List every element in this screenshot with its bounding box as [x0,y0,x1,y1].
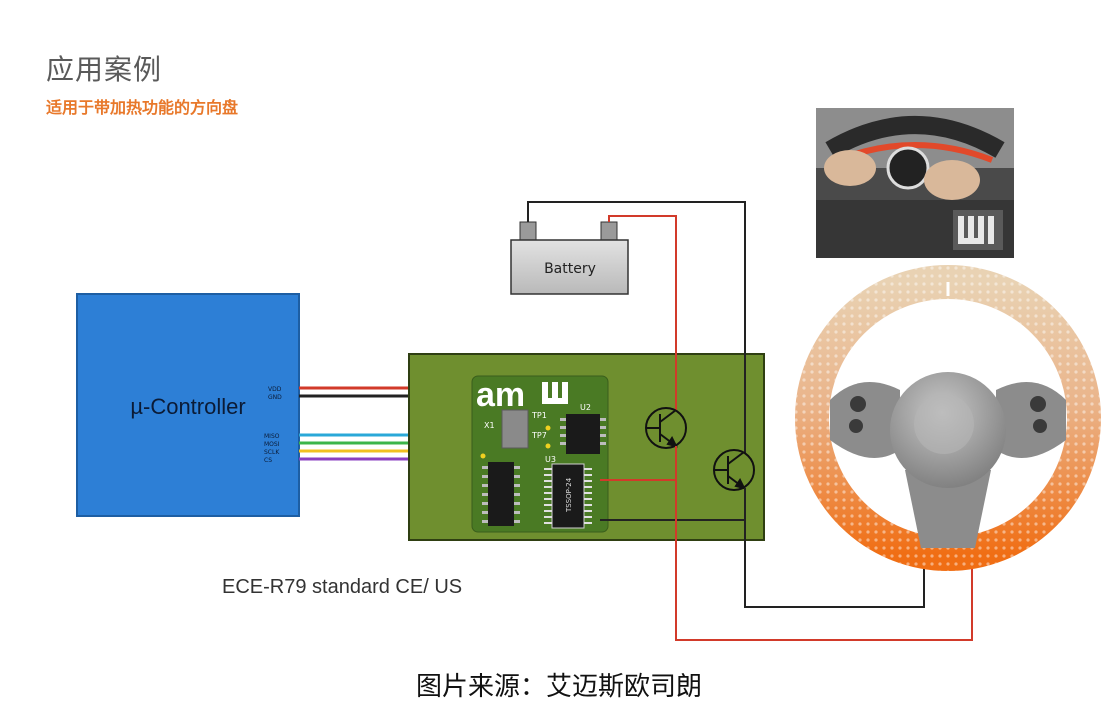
pin-sclk: SCLK [264,449,280,456]
battery-label: Battery [544,261,596,277]
sensor-pcb: am X1 TP1 TP7 U2 U3 [471,375,609,533]
microcontroller-box [76,293,300,517]
wire-heater-positive [675,480,973,641]
controller-wires [299,386,409,461]
battery-wires [527,201,746,466]
pcb-logo: am [476,376,525,414]
photo-gauge [886,146,930,190]
testpoint-tp1 [545,425,551,431]
photo-right-hand [924,160,980,200]
testpoint [480,453,486,459]
pin-cs: CS [264,457,272,464]
bottom-spoke [905,470,991,548]
chip-u2 [560,414,606,454]
pin-vdd: VDD [268,386,282,393]
photo-left-hand [824,150,876,186]
photo-wheel-rim [825,116,1005,158]
chip-u3: TSSOP-24 [544,463,592,529]
photo-logo-mark [953,210,1003,250]
left-spoke [830,382,900,458]
right-spoke [996,382,1066,458]
battery-terminal-negative [519,221,537,243]
wheel-button-right-2 [1033,419,1047,433]
transistor-q2 [713,449,755,491]
pcb-label-u3: U3 [545,455,556,464]
image-source-caption: 图片来源：艾迈斯欧司朗 [415,672,702,702]
wheel-button-left-1 [850,396,866,412]
microcontroller: µ-Controller VDD GND MISO MOSI SCLK CS [76,293,300,517]
steering-wheel [795,265,1101,571]
testpoint-tp7 [545,443,551,449]
wire-heater-negative [744,520,925,608]
standard-label: ECE-R79 standard CE/ US [222,576,463,598]
pcb-label-x1: X1 [484,421,495,430]
microcontroller-label: µ-Controller [130,394,245,419]
page-title: 应用案例 [46,53,163,86]
chip-u3-label: TSSOP-24 [565,477,573,513]
crystal-x1 [501,409,529,449]
transistor-q1 [645,407,687,449]
pcb-logo-mark [542,382,568,404]
pin-miso: MISO [264,433,280,440]
battery-body [510,239,629,295]
page-subtitle: 适用于带加热功能的方向盘 [46,98,239,117]
wheel-button-left-2 [849,419,863,433]
pcb-label-u2: U2 [580,403,591,412]
battery: Battery [510,221,629,295]
pcb-label-tp7: TP7 [531,431,547,440]
pin-gnd: GND [268,394,282,401]
pcb-label-tp1: TP1 [531,411,547,420]
battery-terminal-positive [600,221,618,243]
wire-battery-negative [527,201,746,466]
board-wires [600,446,973,641]
chip-left [482,462,520,526]
heated-wheel-photo [816,108,1014,258]
wheel-button-right-1 [1030,396,1046,412]
pin-mosi: MOSI [264,441,280,448]
hub-center [914,394,974,454]
wire-battery-positive [608,215,677,410]
